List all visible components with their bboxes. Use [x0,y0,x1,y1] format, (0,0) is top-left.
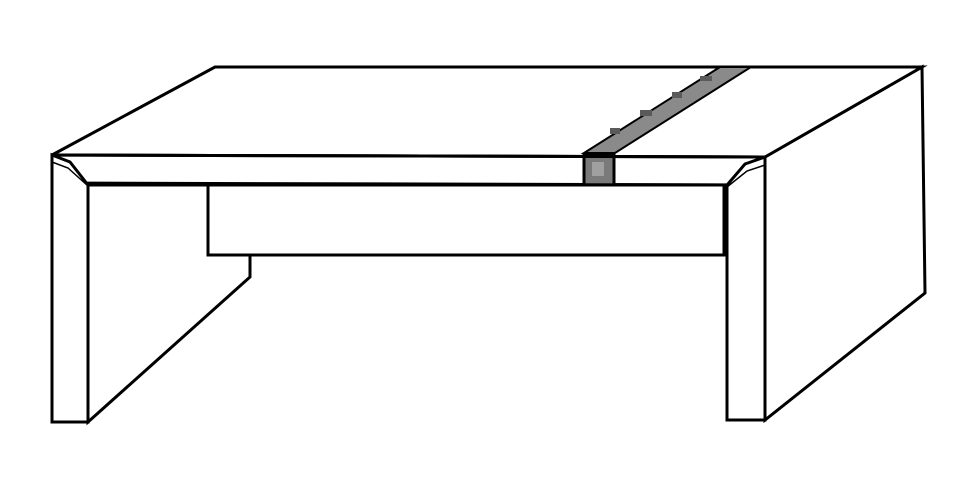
desk-apron-panel [206,183,726,257]
desk-left-leg-bevel [51,161,89,187]
desk-top-underside-line [87,182,728,187]
cable-tray-front-detail [592,162,604,176]
cable-tray-texture [610,76,712,134]
desk-right-leg-front [725,154,767,422]
desk-right-leg-bevel [726,164,766,188]
desk-top-front-line [51,153,766,159]
desk-top-front-edge [50,153,767,187]
desk-left-leg-front [50,152,90,424]
desk-top-surface [51,65,928,159]
